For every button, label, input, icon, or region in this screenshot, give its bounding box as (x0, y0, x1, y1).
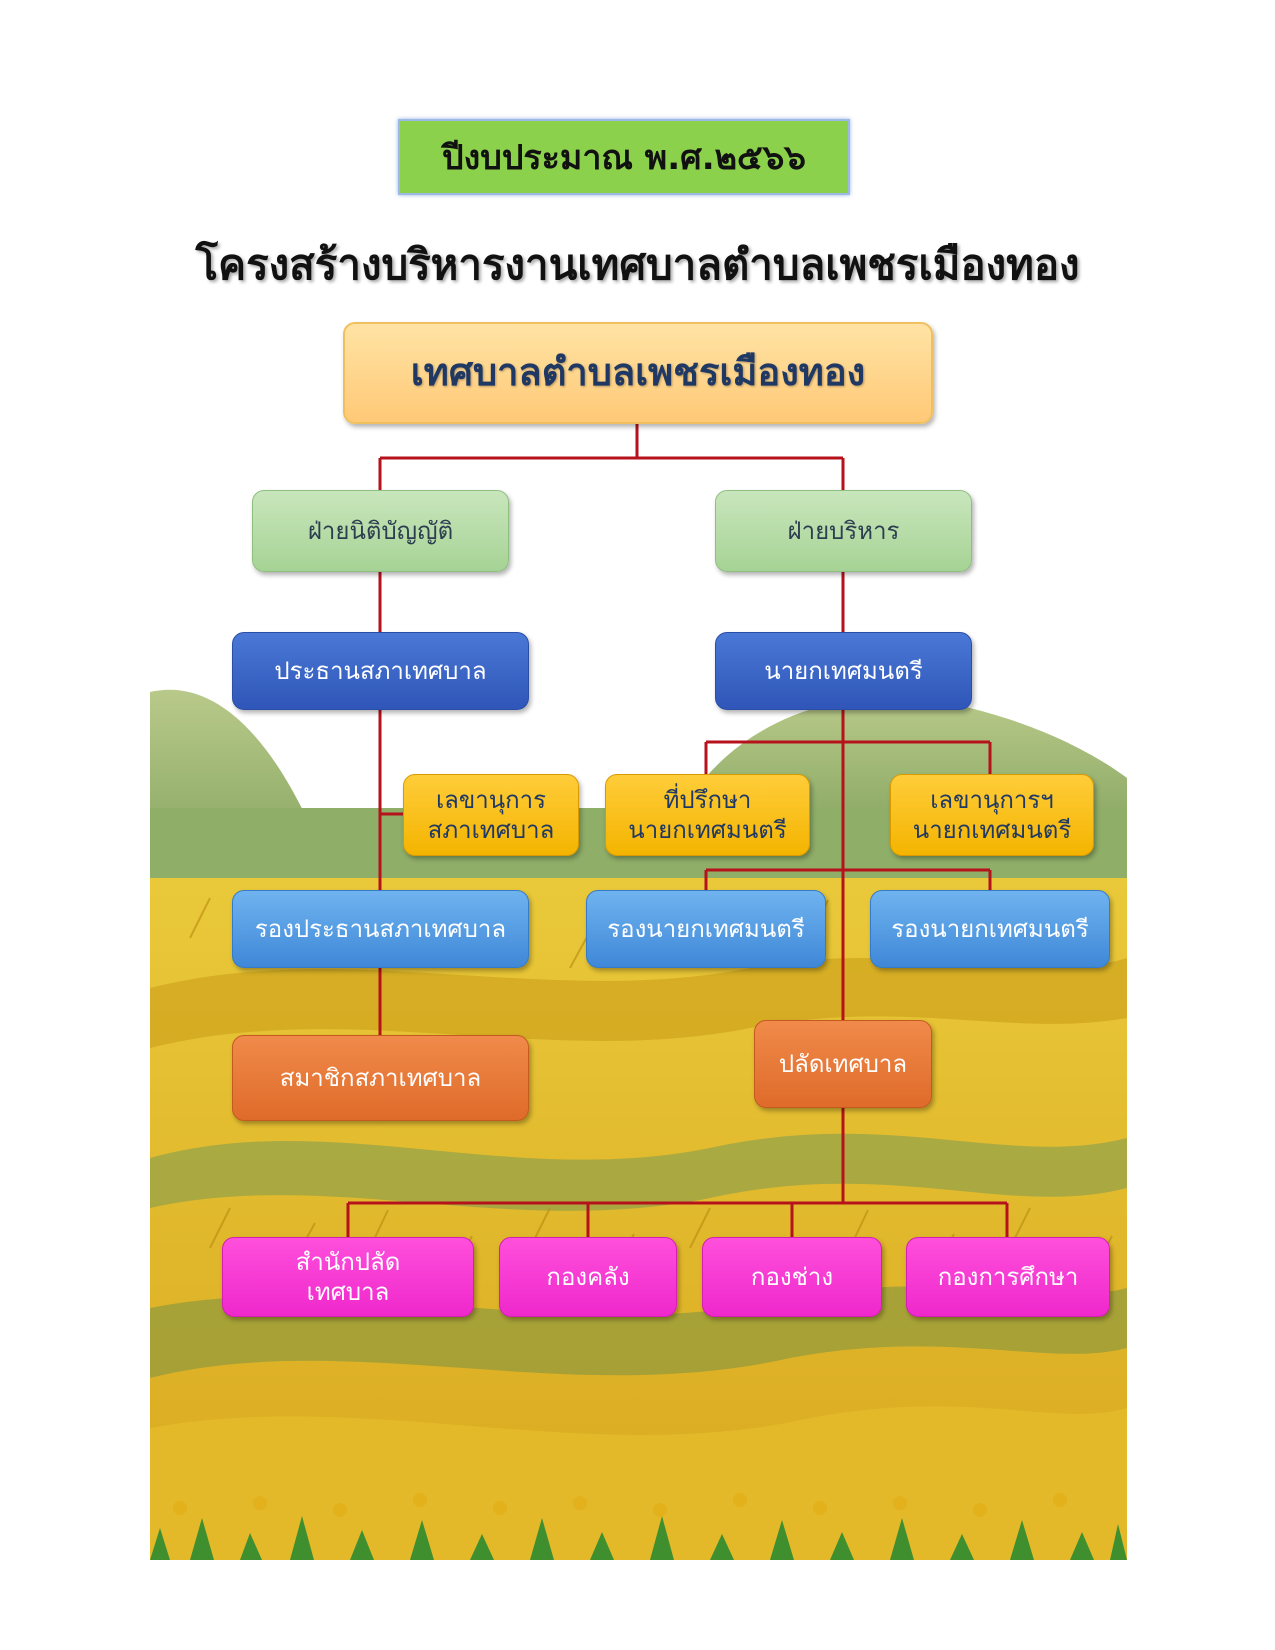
council-members-label: สมาชิกสภาเทศบาล (279, 1064, 482, 1092)
deputy-mayor-1-label: รองนายกเทศมนตรี (607, 915, 805, 943)
department-label: กองช่าง (750, 1263, 834, 1291)
department-node: กองช่าง (702, 1237, 882, 1317)
mayor-advisor-node: ที่ปรึกษา นายกเทศมนตรี (605, 774, 810, 856)
executive-label: ฝ่ายบริหาร (787, 517, 900, 545)
connector-departments (346, 1201, 1009, 1237)
department-label: กองการศึกษา (937, 1263, 1079, 1291)
executive-node: ฝ่ายบริหาร (715, 490, 972, 572)
municipal-clerk-label: ปลัดเทศบาล (778, 1050, 908, 1078)
department-node: สำนักปลัด เทศบาล (222, 1237, 474, 1317)
department-node: กองการศึกษา (906, 1237, 1110, 1317)
council-secretary-node: เลขานุการ สภาเทศบาล (403, 774, 579, 856)
council-secretary-label: เลขานุการ สภาเทศบาล (427, 786, 555, 844)
department-node: กองคลัง (499, 1237, 677, 1317)
legislative-label: ฝ่ายนิติบัญญัติ (307, 517, 454, 545)
legislative-node: ฝ่ายนิติบัญญัติ (252, 490, 509, 572)
org-root-label: เทศบาลตำบลเพชรเมืองทอง (410, 350, 866, 395)
deputy-mayor-2-label: รองนายกเทศมนตรี (891, 915, 1089, 943)
mayor-label: นายกเทศมนตรี (764, 657, 923, 685)
mayor-node: นายกเทศมนตรี (715, 632, 972, 710)
connector-root (378, 424, 845, 490)
department-label: สำนักปลัด เทศบาล (295, 1248, 401, 1306)
council-vice-president-label: รองประธานสภาเทศบาล (254, 915, 507, 943)
deputy-mayor-2-node: รองนายกเทศมนตรี (870, 890, 1110, 968)
connector-staff (704, 740, 992, 774)
council-members-node: สมาชิกสภาเทศบาล (232, 1035, 529, 1121)
page-title: โครงสร้างบริหารงานเทศบาลตำบลเพชรเมืองทอง (195, 240, 1080, 289)
council-president-label: ประธานสภาเทศบาล (274, 657, 487, 685)
deputy-mayor-1-node: รองนายกเทศมนตรี (586, 890, 826, 968)
municipal-clerk-node: ปลัดเทศบาล (754, 1020, 932, 1108)
department-label: กองคลัง (546, 1263, 630, 1291)
mayor-advisor-label: ที่ปรึกษา นายกเทศมนตรี (628, 786, 787, 844)
budget-year-label: ปีงบประมาณ พ.ศ.๒๕๖๖ (442, 138, 806, 178)
org-root-node: เทศบาลตำบลเพชรเมืองทอง (343, 322, 933, 424)
council-vice-president-node: รองประธานสภาเทศบาล (232, 890, 529, 968)
mayor-secretary-node: เลขานุการฯ นายกเทศมนตรี (890, 774, 1094, 856)
connector-deputies (704, 868, 992, 890)
council-president-node: ประธานสภาเทศบาล (232, 632, 529, 710)
budget-year-box: ปีงบประมาณ พ.ศ.๒๕๖๖ (398, 119, 850, 195)
mayor-secretary-label: เลขานุการฯ นายกเทศมนตรี (912, 786, 1072, 844)
